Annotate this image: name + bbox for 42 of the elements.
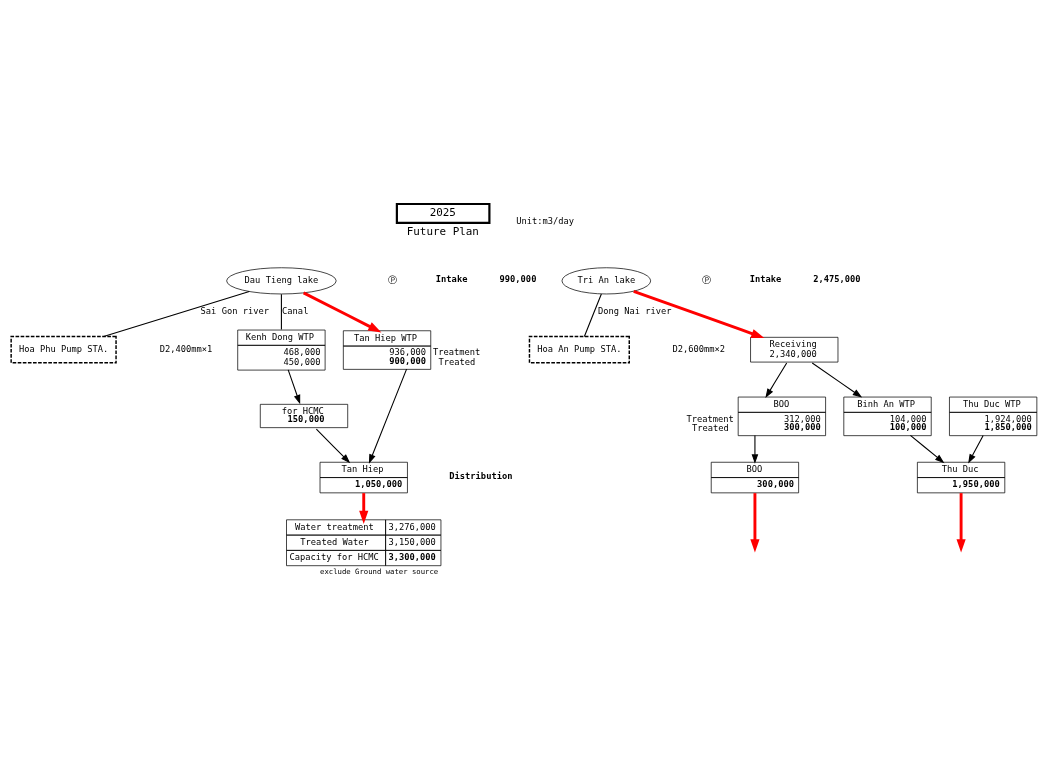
- connector: [103, 290, 250, 337]
- node-label: Treated: [438, 356, 476, 367]
- node-ellipse: Dau Tieng lake: [226, 266, 337, 294]
- node-box: Hoa Phu Pump STA.: [10, 335, 117, 364]
- label: Ⓟ: [387, 274, 397, 285]
- arrow: [359, 492, 369, 524]
- connector: [280, 293, 282, 330]
- node-box: 2025: [395, 202, 491, 224]
- arrow: [811, 361, 863, 398]
- arrow: [750, 492, 760, 553]
- node-label: exclude Ground water source: [320, 566, 439, 576]
- arrow: [368, 368, 408, 464]
- arrow: [909, 434, 945, 463]
- edge-label: Canal: [282, 305, 309, 316]
- arrow: [956, 492, 966, 553]
- label: Intake: [749, 273, 782, 284]
- node-box: Receiving 2,340,000: [750, 336, 839, 362]
- label: Distribution: [449, 470, 513, 481]
- node-box: Hoa An Pump STA.: [528, 335, 630, 364]
- arrow: [751, 434, 759, 464]
- edge-label: Dong Nai river: [597, 305, 672, 316]
- label: D2,400mm×1: [159, 343, 213, 354]
- arrow: [287, 368, 301, 404]
- node-box: for HCMC 150,000: [259, 403, 349, 428]
- label: 990,000: [499, 273, 537, 284]
- label: Unit:m3/day: [516, 215, 575, 226]
- node-label: Future Plan: [406, 224, 479, 238]
- label: Intake: [435, 273, 468, 284]
- arrow: [633, 289, 765, 338]
- label: 2,475,000: [813, 273, 861, 284]
- arrow: [302, 291, 382, 332]
- label: D2,600mm×2: [672, 343, 726, 354]
- node-label: Treatment: [686, 413, 734, 424]
- node-ellipse: Tri An lake: [561, 266, 652, 294]
- arrow: [968, 434, 984, 464]
- node-label: Treatment: [432, 346, 481, 357]
- node-label: Treated: [691, 422, 729, 433]
- connector: [583, 292, 602, 337]
- label: Ⓟ: [701, 274, 711, 285]
- arrow: [765, 361, 788, 398]
- edge-label: Sai Gon river: [200, 305, 269, 316]
- arrow: [315, 428, 351, 463]
